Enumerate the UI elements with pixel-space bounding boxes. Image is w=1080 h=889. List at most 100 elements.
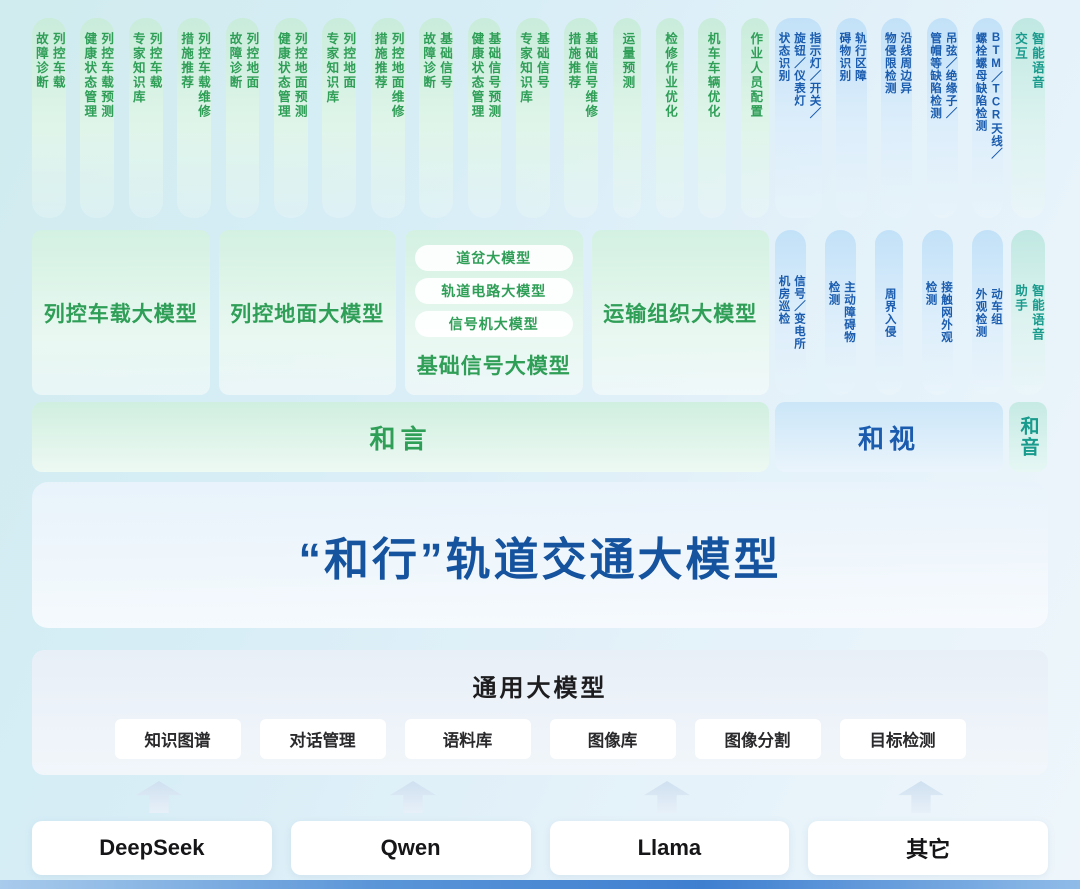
app-capsule-label: 运量预测 bbox=[620, 32, 635, 90]
sub-model-pill: 道岔大模型 bbox=[414, 245, 573, 271]
app-capsule-label: 列控车载维修 措施推荐 bbox=[179, 32, 210, 119]
app-capsule: 检修作业优化 bbox=[655, 18, 684, 218]
foundation-model-label: Llama bbox=[637, 835, 702, 860]
app-capsule-label: 列控车载预测 健康状态管理 bbox=[82, 32, 114, 119]
banner-heyan: 和言 bbox=[32, 402, 769, 472]
capability-pill: 图像分割 bbox=[694, 719, 821, 759]
app-capsule-label: 作业人员配置 bbox=[748, 32, 763, 119]
model-box-transport-org: 运输组织大模型 bbox=[591, 230, 769, 395]
app-capsule-label: 基础信号 故障诊断 bbox=[421, 32, 452, 90]
app-capsule-label: 基础信号预测 健康状态管理 bbox=[469, 32, 501, 119]
foundation-model-label: DeepSeek bbox=[99, 835, 205, 860]
applications-group-language: 列控车载 故障诊断 列控车载预测 健康状态管理 列控车载 专家知识库 列控车载维… bbox=[32, 18, 769, 218]
vision-capsule-label: 接触网外观 检测 bbox=[924, 281, 952, 344]
app-capsule: 智能语音 交互 bbox=[1011, 18, 1045, 218]
capability-pill: 目标检测 bbox=[839, 719, 966, 759]
hero-title: “和行”轨道交通大模型 bbox=[298, 533, 782, 585]
model-label: 基础信号大模型 bbox=[416, 355, 571, 378]
audio-capsule: 智能语音 助手 bbox=[1011, 230, 1045, 395]
vision-capsule-label: 周界入侵 bbox=[883, 287, 896, 338]
capability-pill: 对话管理 bbox=[259, 719, 386, 759]
vision-capsule: 周界入侵 bbox=[875, 230, 903, 395]
models-group-language: 列控车载大模型 列控地面大模型 道岔大模型 轨道电路大模型 信号机大模型 基础信… bbox=[32, 230, 769, 395]
app-capsule-label: BTM／TCR天线／ 螺栓螺母缺陷检测 bbox=[974, 32, 1002, 160]
foundation-model-label: Qwen bbox=[380, 835, 441, 860]
up-arrow-icon bbox=[136, 781, 182, 813]
vision-capsule-label: 主动障碍物 检测 bbox=[827, 281, 856, 344]
app-capsule: 基础信号预测 健康状态管理 bbox=[467, 18, 502, 218]
up-arrow-icon bbox=[898, 781, 944, 813]
app-capsule-label: 轨行区障 碍物识别 bbox=[838, 32, 866, 82]
basic-signal-sub-models: 道岔大模型 轨道电路大模型 信号机大模型 bbox=[414, 245, 573, 337]
sub-model-pill: 轨道电路大模型 bbox=[414, 278, 573, 304]
vision-capsule-label: 动车组 外观检测 bbox=[974, 287, 1002, 338]
app-capsule: 作业人员配置 bbox=[740, 18, 769, 218]
arrows-row bbox=[32, 781, 1048, 813]
applications-row: 列控车载 故障诊断 列控车载预测 健康状态管理 列控车载 专家知识库 列控车载维… bbox=[32, 18, 1048, 218]
up-arrow-icon bbox=[644, 781, 690, 813]
models-group-audio: 智能语音 助手 bbox=[1009, 230, 1047, 395]
hero-panel: “和行”轨道交通大模型 bbox=[32, 482, 1048, 628]
sub-model-pill: 信号机大模型 bbox=[414, 311, 573, 337]
app-capsule-label: 基础信号维修 措施推荐 bbox=[566, 32, 598, 119]
app-capsule: 基础信号 专家知识库 bbox=[516, 18, 550, 218]
app-capsule: 列控车载维修 措施推荐 bbox=[177, 18, 211, 218]
banner-label: 和视 bbox=[857, 423, 920, 454]
vision-capsule: 主动障碍物 检测 bbox=[825, 230, 857, 395]
app-capsule-label: 吊弦／绝缘子／ 管帽等缺陷检测 bbox=[929, 32, 957, 120]
model-box-train-onboard: 列控车载大模型 bbox=[32, 230, 210, 395]
foundation-model-qwen: Qwen bbox=[290, 821, 531, 875]
app-capsule: 运量预测 bbox=[612, 18, 641, 218]
app-capsule-label: 机车车辆优化 bbox=[705, 32, 720, 119]
applications-group-audio: 智能语音 交互 bbox=[1009, 18, 1047, 218]
model-box-basic-signal: 道岔大模型 轨道电路大模型 信号机大模型 基础信号大模型 bbox=[405, 230, 583, 395]
app-capsule: 列控地面维修 措施推荐 bbox=[370, 18, 405, 218]
foundation-model-other: 其它 bbox=[808, 821, 1048, 875]
app-capsule: 轨行区障 碍物识别 bbox=[835, 18, 867, 218]
app-capsule: BTM／TCR天线／ 螺栓螺母缺陷检测 bbox=[971, 18, 1003, 218]
vision-capsule: 动车组 外观检测 bbox=[971, 230, 1003, 395]
app-capsule: 列控地面 专家知识库 bbox=[322, 18, 357, 218]
general-model-panel: 通用大模型 知识图谱 对话管理 语料库 图像库 图像分割 目标检测 bbox=[32, 650, 1048, 775]
app-capsule: 沿线周边异 物侵限检测 bbox=[881, 18, 913, 218]
app-capsule-label: 智能语音 交互 bbox=[1013, 32, 1044, 90]
banner-heshi: 和视 bbox=[775, 402, 1003, 472]
vision-capsule: 接触网外观 检测 bbox=[921, 230, 953, 395]
app-capsule: 列控地面预测 健康状态管理 bbox=[274, 18, 308, 218]
general-capability-pills: 知识图谱 对话管理 语料库 图像库 图像分割 目标检测 bbox=[32, 719, 1048, 759]
app-capsule-label: 列控地面 故障诊断 bbox=[227, 32, 259, 90]
banner-label: 和言 bbox=[369, 423, 432, 454]
applications-group-vision: 指示灯／开关／ 旋钮／仪表灯 状态识别 轨行区障 碍物识别 沿线周边异 物侵限检… bbox=[775, 18, 1003, 218]
footer-accent-bar bbox=[0, 880, 1080, 889]
general-model-title: 通用大模型 bbox=[472, 675, 608, 702]
app-capsule: 基础信号维修 措施推荐 bbox=[564, 18, 599, 218]
models-row: 列控车载大模型 列控地面大模型 道岔大模型 轨道电路大模型 信号机大模型 基础信… bbox=[32, 230, 1048, 395]
foundation-models-row: DeepSeek Qwen Llama 其它 bbox=[32, 821, 1048, 875]
model-label: 列控地面大模型 bbox=[230, 302, 385, 326]
app-capsule-label: 列控地面预测 健康状态管理 bbox=[275, 32, 307, 119]
app-capsule: 列控车载预测 健康状态管理 bbox=[80, 18, 115, 218]
app-capsule-label: 指示灯／开关／ 旋钮／仪表灯 状态识别 bbox=[777, 32, 821, 120]
app-capsule-label: 列控地面 专家知识库 bbox=[324, 32, 356, 105]
app-capsule-label: 检修作业优化 bbox=[662, 32, 677, 119]
vision-capsule-label: 信号／变电所 机房巡检 bbox=[777, 275, 806, 350]
app-capsule: 列控车载 专家知识库 bbox=[128, 18, 163, 218]
app-capsule-label: 列控车载 故障诊断 bbox=[33, 32, 65, 90]
foundation-model-deepseek: DeepSeek bbox=[32, 821, 272, 875]
banners-row: 和言 和视 和音 bbox=[32, 402, 1048, 472]
foundation-model-llama: Llama bbox=[549, 821, 790, 875]
audio-capsule-label: 智能语音 助手 bbox=[1013, 283, 1044, 342]
models-group-vision: 信号／变电所 机房巡检 主动障碍物 检测 周界入侵 接触网外观 检测 动车组 外… bbox=[775, 230, 1003, 395]
model-label: 运输组织大模型 bbox=[603, 302, 758, 326]
foundation-model-label: 其它 bbox=[906, 837, 951, 862]
app-capsule: 基础信号 故障诊断 bbox=[419, 18, 453, 218]
app-capsule-label: 列控地面维修 措施推荐 bbox=[372, 32, 404, 119]
app-capsule-label: 列控车载 专家知识库 bbox=[130, 32, 162, 105]
model-label: 列控车载大模型 bbox=[43, 302, 198, 326]
vision-capsule: 信号／变电所 机房巡检 bbox=[775, 230, 807, 395]
app-capsule: 列控车载 故障诊断 bbox=[32, 18, 66, 218]
capability-pill: 图像库 bbox=[549, 719, 676, 759]
app-capsule: 吊弦／绝缘子／ 管帽等缺陷检测 bbox=[926, 18, 958, 218]
app-capsule: 机车车辆优化 bbox=[698, 18, 727, 218]
